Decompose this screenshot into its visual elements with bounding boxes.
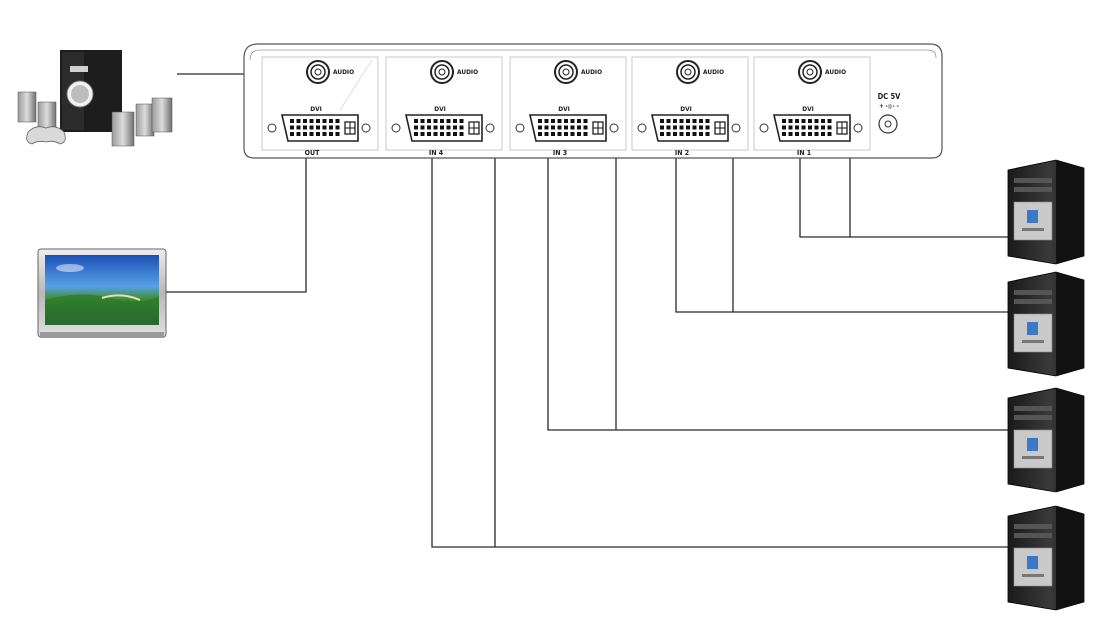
dvi-label-in4: DVI [434, 105, 446, 113]
port-label-in1: IN 1 [797, 149, 811, 157]
cable-line [547, 158, 1008, 431]
port-label-in4: IN 4 [429, 149, 444, 157]
audio-label-out: AUDIO [333, 68, 354, 76]
computer-1 [1007, 159, 1085, 265]
polarity-label: + -◎- - [879, 103, 899, 110]
speaker-system [12, 38, 177, 148]
audio-label-in3: AUDIO [581, 68, 602, 76]
computers [1007, 159, 1085, 611]
dvi-label-in2: DVI [680, 105, 692, 113]
power-label: DC 5V [878, 92, 902, 101]
port-label-in2: IN 2 [675, 149, 689, 157]
port-group-in4: AUDIO DVI IN 4 [385, 56, 503, 157]
audio-label-in1: AUDIO [825, 68, 846, 76]
port-label-in3: IN 3 [553, 149, 567, 157]
port-group-in3: AUDIO DVI IN 3 [509, 56, 627, 157]
audio-label-in4: AUDIO [457, 68, 478, 76]
port-group-in1: AUDIO DVI IN 1 [753, 56, 871, 157]
dvi-label-in3: DVI [558, 105, 570, 113]
flat-panel-display [37, 248, 167, 338]
switch-inner-edge [249, 49, 937, 61]
port-group-in2: AUDIO DVI IN 2 [631, 56, 749, 157]
cable-line [431, 158, 1008, 548]
audio-label-in2: AUDIO [703, 68, 724, 76]
cable-line [675, 158, 1008, 313]
computer-2 [1007, 271, 1085, 377]
dc-power-jack: DC 5V + -◎- - [878, 92, 902, 134]
port-label-out: OUT [305, 149, 320, 157]
dvi-label-out: DVI [310, 105, 322, 113]
computer-3 [1007, 387, 1085, 493]
computer-4 [1007, 505, 1085, 611]
port-group-out: AUDIO DVI OUT [261, 56, 379, 157]
dvi-label-in1: DVI [802, 105, 814, 113]
cable-line [166, 158, 307, 293]
cable-line [799, 158, 1008, 238]
